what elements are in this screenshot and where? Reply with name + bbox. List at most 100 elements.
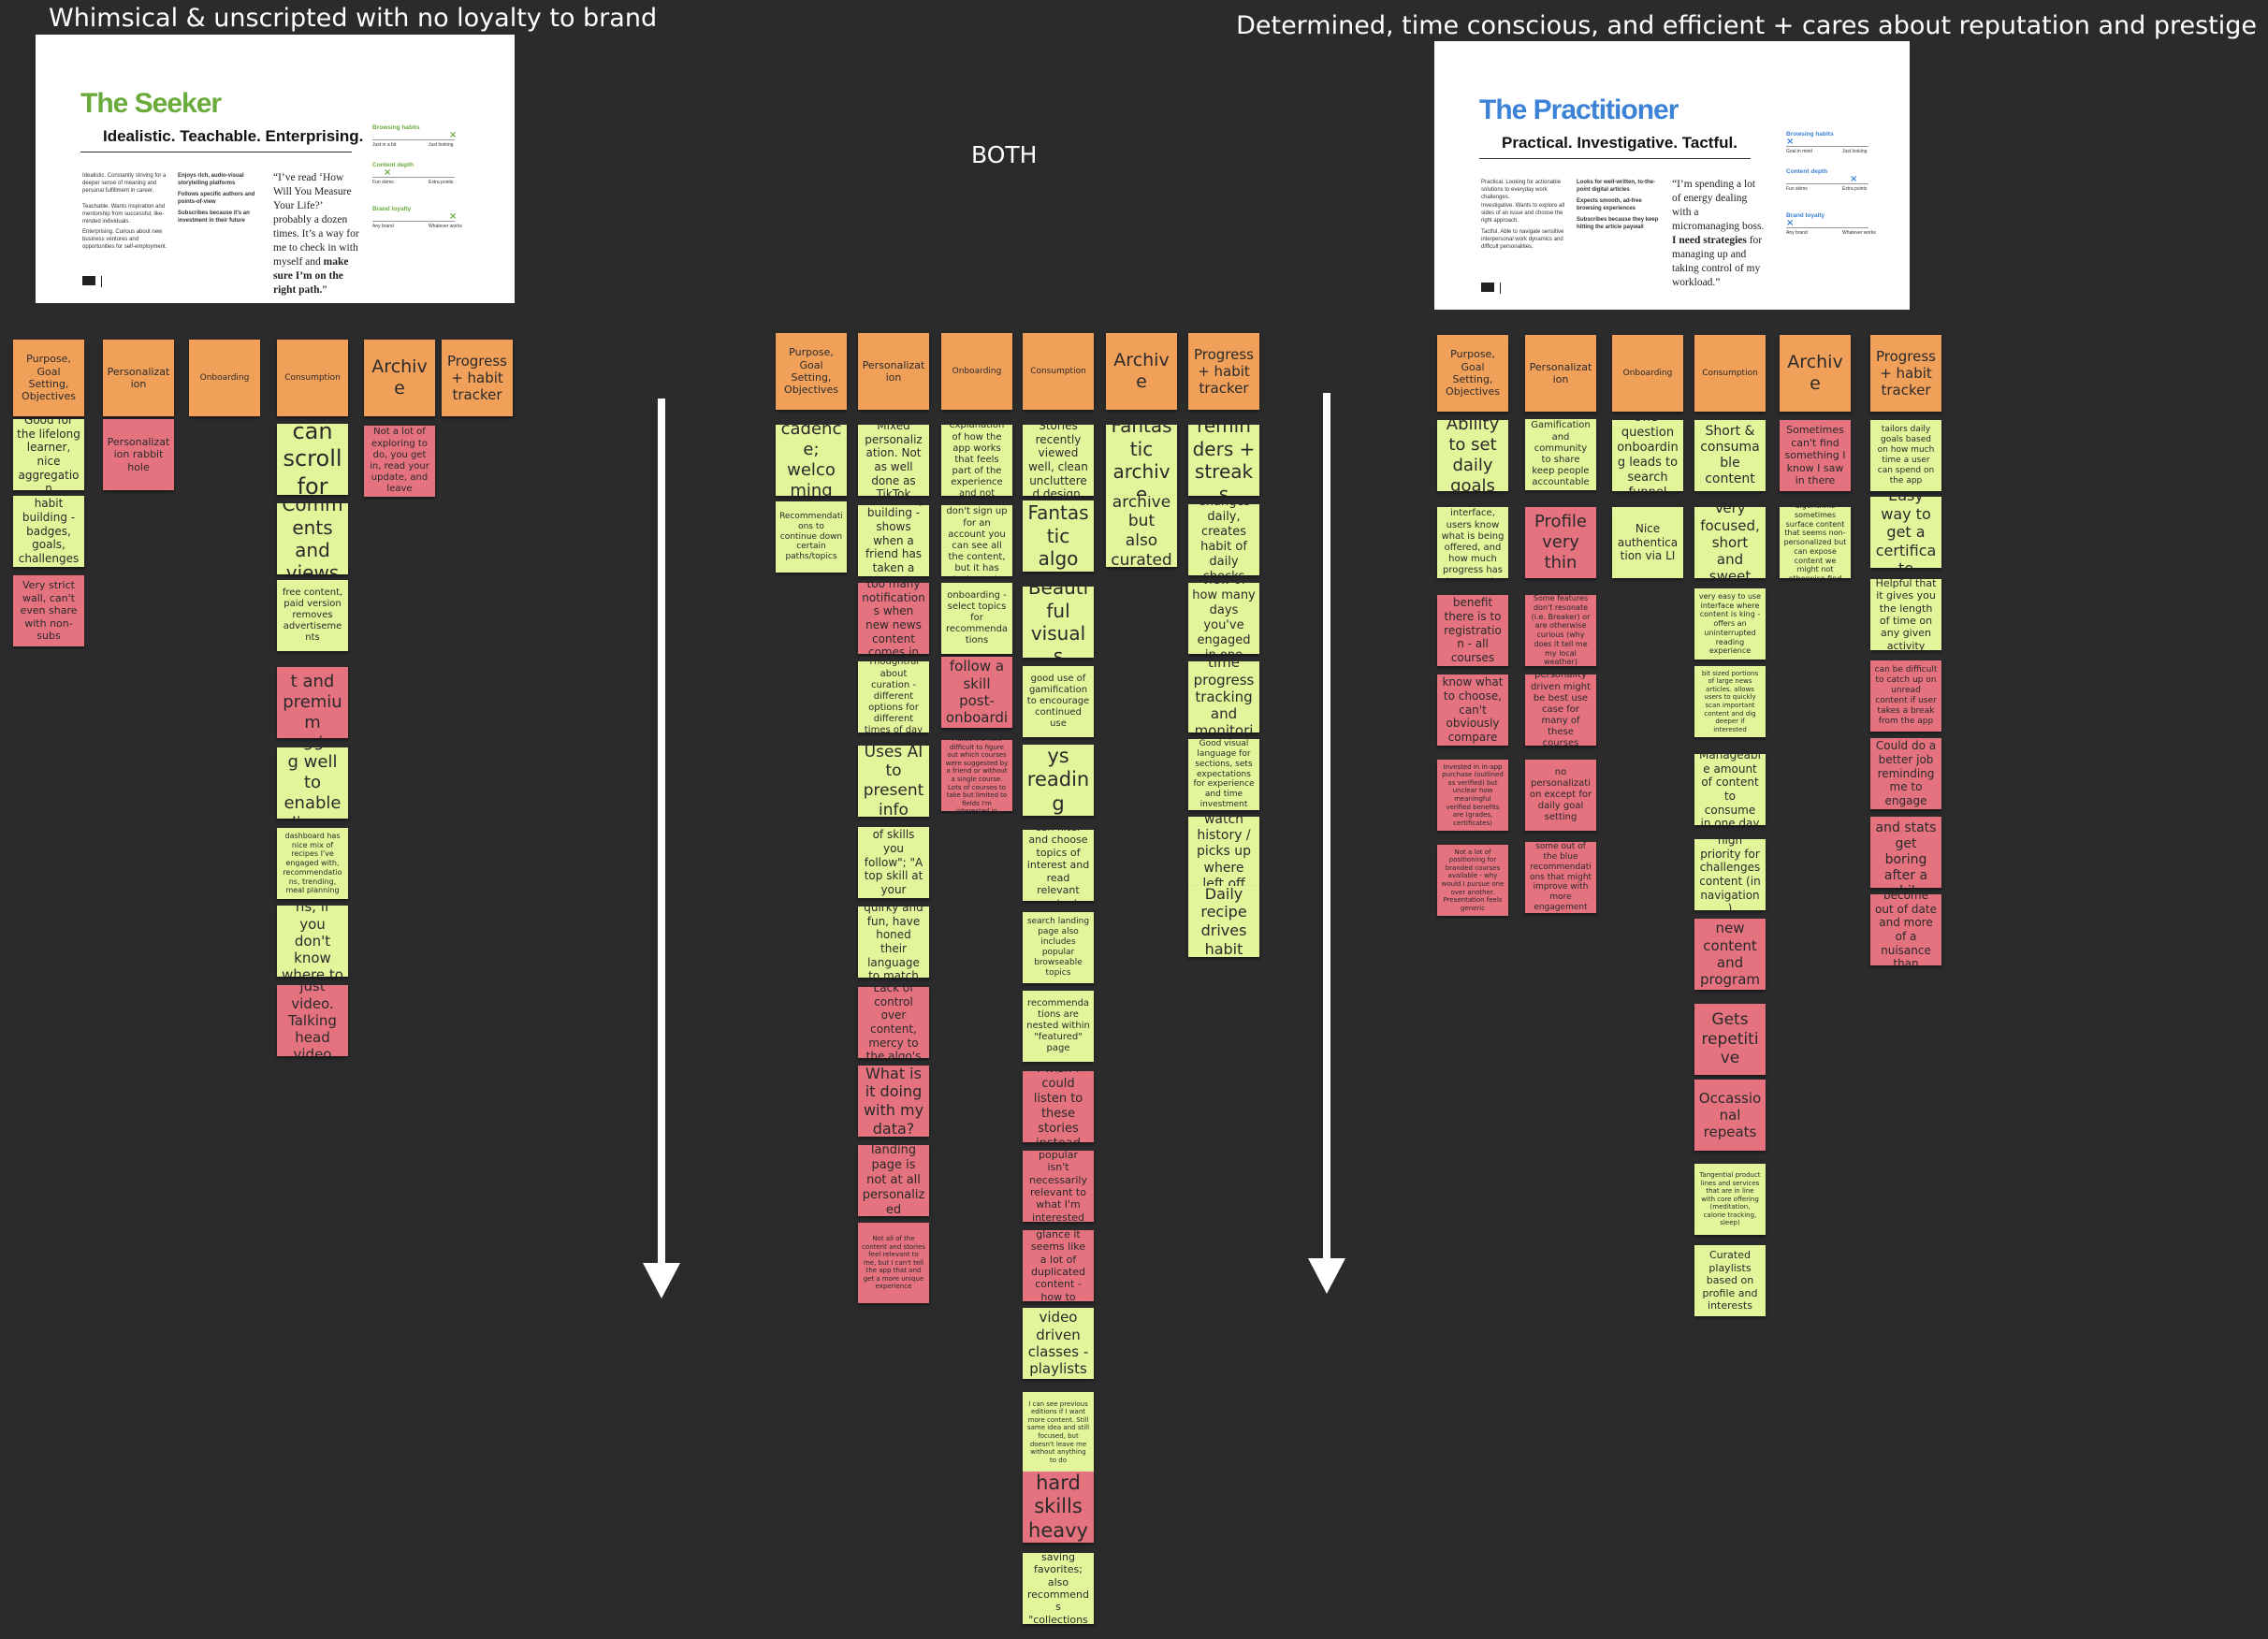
sticky-note[interactable]: Streaks and stats get boring after a whi… bbox=[1870, 817, 1941, 888]
sticky-note[interactable]: One-question onboarding leads to search … bbox=[1612, 420, 1683, 491]
column-header[interactable]: Personalization bbox=[103, 340, 174, 416]
column-header[interactable]: Onboarding bbox=[941, 333, 1012, 410]
column-header[interactable]: Purpose, Goal Setting, Objectives bbox=[1437, 335, 1508, 412]
sticky-note[interactable]: Displays reading times bbox=[1023, 745, 1094, 816]
sticky-note[interactable]: Comments and views bbox=[277, 503, 348, 574]
sticky-note[interactable]: very easy to use interface where content… bbox=[1694, 588, 1766, 660]
sticky-note[interactable]: Not all of the content and stories feel … bbox=[858, 1223, 929, 1303]
sticky-note[interactable]: can be difficult to catch up on unread c… bbox=[1870, 660, 1941, 732]
sticky-note[interactable]: Featured collections, if you don't know … bbox=[277, 906, 348, 977]
column-header[interactable]: Consumption bbox=[1694, 335, 1766, 412]
sticky-note[interactable]: Manageable amount of content to consume … bbox=[1694, 754, 1766, 825]
column-header[interactable]: Progress + habit tracker bbox=[442, 340, 513, 416]
sticky-note[interactable]: Easy way to get a certificate bbox=[1870, 497, 1941, 568]
sticky-note[interactable]: Gets repetitive bbox=[1694, 1004, 1766, 1075]
sticky-note[interactable]: Changes daily, creates habit of daily ch… bbox=[1188, 504, 1259, 575]
sticky-note[interactable]: Good visual language for sections, sets … bbox=[1188, 739, 1259, 810]
sticky-note[interactable]: Gamification and community to share keep… bbox=[1525, 419, 1596, 490]
sticky-note[interactable]: Mixed personalization. Not as well done … bbox=[858, 425, 929, 496]
column-header[interactable]: Consumption bbox=[277, 340, 348, 416]
sticky-note[interactable]: Fantastic archive bbox=[1106, 425, 1177, 496]
sticky-note[interactable]: Beautiful visuals bbox=[1023, 587, 1094, 658]
sticky-note[interactable]: Sometimes can't find something I know I … bbox=[1780, 420, 1851, 491]
sticky-note[interactable]: Great explanation of how the app works t… bbox=[941, 425, 1012, 496]
sticky-note[interactable]: Thoughtful about curation - different op… bbox=[858, 661, 929, 732]
sticky-note[interactable]: community building - shows when a friend… bbox=[858, 505, 929, 576]
sticky-note[interactable]: video driven classes - playlists bbox=[1023, 1308, 1094, 1379]
sticky-note[interactable]: Uses AI to present info bbox=[858, 746, 929, 817]
sticky-note[interactable]: dashboard has nice mix of recipes I've e… bbox=[277, 828, 348, 899]
sticky-note[interactable]: search landing page also includes popula… bbox=[1023, 912, 1094, 983]
sticky-note[interactable]: Some features don't resonate (i.e. Break… bbox=[1525, 595, 1596, 666]
sticky-note[interactable]: Not clear what benefit there is to regis… bbox=[1437, 595, 1508, 666]
sticky-note[interactable]: reminders + streaks bbox=[1188, 425, 1259, 496]
column-header[interactable]: Archive bbox=[1780, 335, 1851, 412]
sticky-note[interactable]: onboarding - select topics for recommend… bbox=[941, 583, 1012, 654]
column-header[interactable]: Personalization bbox=[1525, 335, 1596, 412]
sticky-note[interactable]: Helpful that it gives you the length of … bbox=[1870, 579, 1941, 650]
sticky-note[interactable]: Lack of new content and programs bbox=[1694, 919, 1766, 990]
sticky-note[interactable]: Goals can become out of date and more of… bbox=[1870, 894, 1941, 965]
sticky-note[interactable]: Gated content and premium services bbox=[277, 667, 348, 738]
sticky-note[interactable]: Uses tagging well to enable discovery bbox=[277, 747, 348, 819]
column-header[interactable]: Purpose, Goal Setting, Objectives bbox=[776, 333, 847, 410]
sticky-note[interactable]: landing page is not at all personalized bbox=[858, 1145, 929, 1216]
sticky-note[interactable]: I wish I could listen to these stories i… bbox=[1023, 1071, 1094, 1142]
sticky-note[interactable]: bit sized portions of large news article… bbox=[1694, 666, 1766, 737]
sticky-note[interactable]: What is it doing with my data? bbox=[858, 1066, 929, 1137]
sticky-note[interactable]: "Because of skills you follow"; "A top s… bbox=[858, 827, 929, 898]
sticky-note[interactable]: high priority for challenges content (in… bbox=[1694, 839, 1766, 910]
column-header[interactable]: Personalization bbox=[858, 333, 929, 410]
sticky-note[interactable]: Occassional repeats bbox=[1694, 1080, 1766, 1151]
column-header[interactable]: Progress + habit tracker bbox=[1188, 333, 1259, 410]
column-header[interactable]: Onboarding bbox=[189, 340, 260, 416]
sticky-note[interactable]: Profile very thin bbox=[1525, 507, 1596, 578]
practitioner-persona-card[interactable]: The Practitioner Practical. Investigativ… bbox=[1434, 41, 1910, 310]
sticky-note[interactable]: Not a lot of exploring to do, you get in… bbox=[364, 426, 435, 497]
sticky-note[interactable]: Even if you don't sign up for an account… bbox=[941, 505, 1012, 576]
sticky-note[interactable]: can filter and choose topics of interest… bbox=[1023, 830, 1094, 901]
sticky-note[interactable]: good use of gamification to encourage co… bbox=[1023, 666, 1094, 737]
sticky-note[interactable]: how to follow a skill post-onboarding? bbox=[941, 657, 1012, 728]
sticky-note[interactable]: Very focused, short and sweet bbox=[1694, 507, 1766, 578]
sticky-note[interactable]: Could do a better job reminding me to en… bbox=[1870, 738, 1941, 809]
column-header[interactable]: Progress + habit tracker bbox=[1870, 335, 1941, 412]
sticky-note[interactable]: personality driven might be best use cas… bbox=[1525, 674, 1596, 746]
sticky-note[interactable]: Curated playlists based on profile and i… bbox=[1694, 1245, 1766, 1316]
sticky-note[interactable]: Nice for saving favorites; also recommen… bbox=[1023, 1553, 1094, 1624]
sticky-note[interactable]: Invested in in-app purchase (outlined as… bbox=[1437, 760, 1508, 831]
sticky-note[interactable]: what's popular isn't necessarily relevan… bbox=[1023, 1151, 1094, 1222]
sticky-note[interactable]: Daily recipe drives habit bbox=[1188, 886, 1259, 957]
sticky-note[interactable]: Makes it a little difficult to figure ou… bbox=[941, 740, 1012, 811]
sticky-note[interactable]: habit building - badges, goals, challeng… bbox=[13, 496, 84, 567]
sticky-note[interactable]: Recommendations to continue down certain… bbox=[776, 501, 847, 573]
sticky-note[interactable]: free content, paid version removes adver… bbox=[277, 580, 348, 651]
sticky-note[interactable]: calendar view of how many days you've en… bbox=[1188, 583, 1259, 654]
sticky-note[interactable]: no personalization except for daily goal… bbox=[1525, 760, 1596, 831]
sticky-note[interactable]: Very strict wall, can't even share with … bbox=[13, 575, 84, 646]
sticky-note[interactable]: hard skills heavy bbox=[1023, 1472, 1094, 1543]
seeker-persona-card[interactable]: The Seeker Idealistic. Teachable. Enterp… bbox=[36, 35, 515, 303]
sticky-note[interactable]: Nice daily cadence; welcoming narrators bbox=[776, 425, 847, 496]
sticky-note[interactable]: It's all just video. Talking head video … bbox=[277, 985, 348, 1056]
column-header[interactable]: Archive bbox=[364, 340, 435, 416]
sticky-note[interactable]: watch history / picks up where left off bbox=[1188, 817, 1259, 888]
sticky-note[interactable]: Personalization rabbit hole bbox=[103, 419, 174, 490]
column-header[interactable]: Purpose, Goal Setting, Objectives bbox=[13, 340, 84, 416]
column-header[interactable]: Onboarding bbox=[1612, 335, 1683, 412]
sticky-note[interactable]: Real-time progress tracking and monitori… bbox=[1188, 661, 1259, 732]
sticky-note[interactable]: tailors daily goals based on how much ti… bbox=[1870, 420, 1941, 491]
sticky-note[interactable]: Tangential product lines and services th… bbox=[1694, 1164, 1766, 1235]
sticky-note[interactable]: Deep archive but also curated nicely bbox=[1106, 496, 1177, 567]
sticky-note[interactable]: A bit quirky and fun, have honed their l… bbox=[858, 907, 929, 978]
sticky-note[interactable]: algorithms sometimes surface content tha… bbox=[1780, 507, 1851, 578]
sticky-note[interactable]: too many notifications when new news con… bbox=[858, 583, 929, 654]
sticky-note[interactable]: Ability to set daily goals bbox=[1437, 420, 1508, 491]
column-header[interactable]: Consumption bbox=[1023, 333, 1094, 410]
sticky-note[interactable]: I can see previous editions if I want mo… bbox=[1023, 1392, 1094, 1472]
sticky-note[interactable]: at first glance it seems like a lot of d… bbox=[1023, 1230, 1094, 1301]
sticky-note[interactable]: you can scroll for hours bbox=[277, 424, 348, 495]
sticky-note[interactable]: some out of the blue recommendations tha… bbox=[1525, 842, 1596, 913]
sticky-note[interactable]: Not a lot of positioning for branded cou… bbox=[1437, 845, 1508, 916]
sticky-note[interactable]: Good for the lifelong learner, nice aggr… bbox=[13, 419, 84, 490]
